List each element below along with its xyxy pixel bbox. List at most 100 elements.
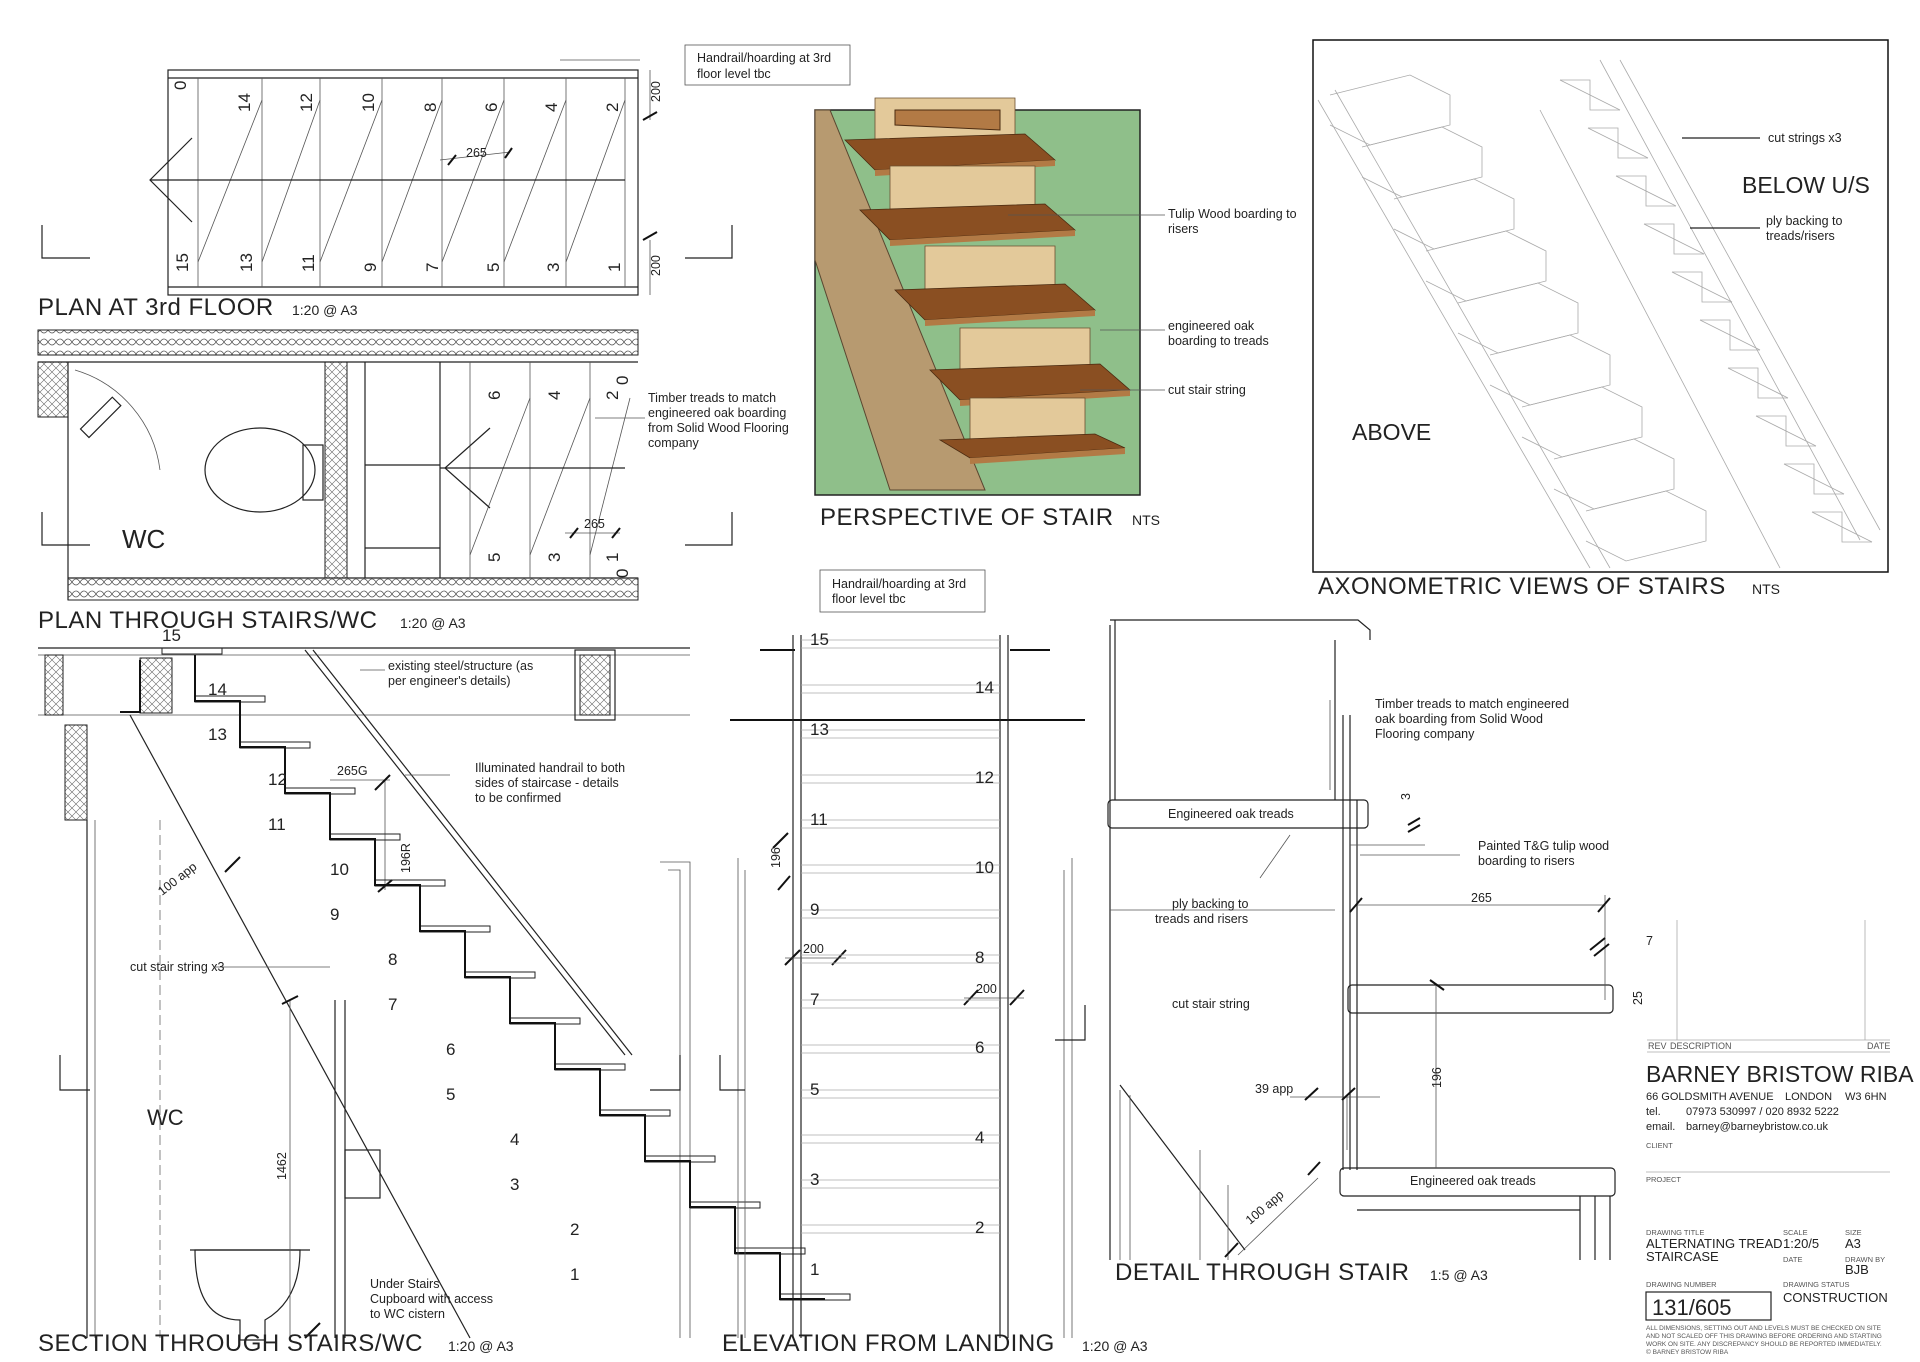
elev-left-num: 15 <box>810 630 829 649</box>
persp-string <box>814 109 986 491</box>
tb-client-label: CLIENT <box>1646 1141 1673 1150</box>
axo-left-string <box>1334 89 1611 569</box>
section-step-num: 3 <box>510 1175 519 1194</box>
section-handrail-3: to be confirmed <box>475 791 561 805</box>
tb-status-label: DRAWING STATUS <box>1783 1280 1850 1289</box>
elev-right-num: 6 <box>975 1038 984 1057</box>
perspective-title: PERSPECTIVE OF STAIR <box>820 504 1114 531</box>
axo-right-rib <box>1615 175 1677 207</box>
section-scale: 1:20 @ A3 <box>448 1338 514 1354</box>
persp-riser <box>969 397 1086 441</box>
elev-right-num: 14 <box>975 678 994 697</box>
plan3-dim-bottom: 200 <box>649 255 663 276</box>
detail-dim-196: 196 <box>1430 1067 1444 1088</box>
tb-rev: REV <box>1648 1041 1667 1051</box>
section-step-num: 1 <box>570 1265 579 1284</box>
plan2-bottom-num: 1 <box>603 553 622 562</box>
tb-copyright: © BARNEY BRISTOW RIBA <box>1646 1348 1729 1356</box>
elev-dim-200b: 200 <box>976 982 997 996</box>
axo-left-step <box>1553 438 1675 510</box>
tb-tel-label: tel. <box>1646 1106 1661 1118</box>
elev-right-num: 8 <box>975 948 984 967</box>
section-dim-height: 1462 <box>275 1152 289 1180</box>
section-step-num: 4 <box>510 1130 519 1149</box>
elev-left-num: 1 <box>810 1260 819 1279</box>
section-step-num: 15 <box>162 626 181 645</box>
plan2-bottom-num: 3 <box>545 553 564 562</box>
elev-right-num: 2 <box>975 1218 984 1237</box>
tb-city: LONDON <box>1785 1091 1832 1103</box>
section-top-tread <box>161 647 223 655</box>
axo-above-stair <box>1317 74 1707 569</box>
persp-label-oak-1: engineered oak <box>1168 319 1255 333</box>
plan3-dim-tread: 265 <box>466 146 487 160</box>
tb-number-label: DRAWING NUMBER <box>1646 1280 1717 1289</box>
persp-label-string: cut stair string <box>1168 383 1246 397</box>
plan3-bottom-num: 1 <box>605 263 624 272</box>
plan2-top-num: 2 <box>603 391 622 400</box>
detail-oak-top: Engineered oak treads <box>1168 807 1294 821</box>
detail-ply-2: treads and risers <box>1155 912 1248 926</box>
tb-date: DATE <box>1867 1041 1890 1051</box>
axo-right-rib <box>1783 463 1845 495</box>
perspective-stair-model <box>814 97 1132 491</box>
section-step-num: 2 <box>570 1220 579 1239</box>
perspective-scale: NTS <box>1132 512 1160 528</box>
section-step-num: 10 <box>330 860 349 879</box>
section-under-1: Under Stairs <box>370 1277 439 1291</box>
plan3-dim-top: 200 <box>649 81 663 102</box>
elev-left-num: 5 <box>810 1080 819 1099</box>
tb-project-label: PROJECT <box>1646 1175 1681 1184</box>
section-step-num: 14 <box>208 680 227 699</box>
axo-below-stair <box>1539 59 1881 569</box>
persp-label-tulip-1: Tulip Wood boarding to <box>1168 207 1297 221</box>
persp-nosing <box>970 448 1125 464</box>
elev-left-num: 7 <box>810 990 819 1009</box>
axo-title: AXONOMETRIC VIEWS OF STAIRS <box>1318 573 1726 600</box>
tb-address: 66 GOLDSMITH AVENUE <box>1646 1091 1774 1103</box>
tb-disclaimer-3: WORK ON SITE. ANY DISCREPANCY SHOULD BE … <box>1646 1341 1882 1348</box>
elev-note-1: Handrail/hoarding at 3rd <box>832 577 966 591</box>
section-under-3: to WC cistern <box>370 1307 445 1321</box>
plan2-top-num: 0 <box>613 376 632 385</box>
detail-painted-2: boarding to risers <box>1478 854 1575 868</box>
tb-email-label: email. <box>1646 1121 1675 1133</box>
tb-status: CONSTRUCTION <box>1783 1290 1888 1305</box>
axo-right-rib <box>1671 271 1733 303</box>
detail-dim-100: 100 app <box>1243 1187 1287 1227</box>
detail-oak-bottom: Engineered oak treads <box>1410 1174 1536 1188</box>
elev-right-num: 12 <box>975 768 994 787</box>
plan2-note-line1: Timber treads to match <box>648 391 776 405</box>
detail-upper-tread <box>1107 799 1369 829</box>
tb-drawn-label: DRAWN BY <box>1845 1255 1885 1264</box>
plan2-top-numbers: 6 4 2 0 <box>485 376 632 400</box>
axo-label-ply-2: treads/risers <box>1766 229 1835 243</box>
axo-scale: NTS <box>1752 581 1780 597</box>
section-dim-tread: 265G <box>337 764 368 778</box>
axo-right-rib <box>1559 79 1621 111</box>
axo-right-rib <box>1643 223 1705 255</box>
elev-left-num: 11 <box>810 810 828 829</box>
axo-right-rib <box>1727 367 1789 399</box>
axo-left-step <box>1585 490 1707 562</box>
detail-ply-1: ply backing to <box>1172 897 1248 911</box>
title-block: REV DESCRIPTION DATE BARNEY BRISTOW RIBA… <box>1645 920 1914 1356</box>
plan2-note-line3: from Solid Wood Flooring <box>648 421 789 435</box>
section-under-2: Cupboard with access <box>370 1292 493 1306</box>
perspective-view: Tulip Wood boarding to risers engineered… <box>814 97 1297 531</box>
plan2-top-num: 6 <box>485 391 504 400</box>
tb-tel: 07973 530997 / 020 8932 5222 <box>1686 1106 1839 1118</box>
axo-right-rib <box>1699 319 1761 351</box>
section-dim-app: 100 app <box>155 859 199 898</box>
tb-email: barney@barneybristow.co.uk <box>1686 1121 1829 1133</box>
tb-disclaimer-2: AND NOT SCALED OFF THIS DRAWING BEFORE O… <box>1646 1333 1882 1340</box>
section-dim-riser: 196R <box>399 843 413 873</box>
elev-right-num: 4 <box>975 1128 984 1147</box>
plan2-top-num: 4 <box>545 391 564 400</box>
plan3-bottom-num: 5 <box>484 263 503 272</box>
plan3-bottom-num: 13 <box>237 253 256 272</box>
persp-nosing <box>925 310 1095 326</box>
section-stair-profile <box>161 647 851 1301</box>
